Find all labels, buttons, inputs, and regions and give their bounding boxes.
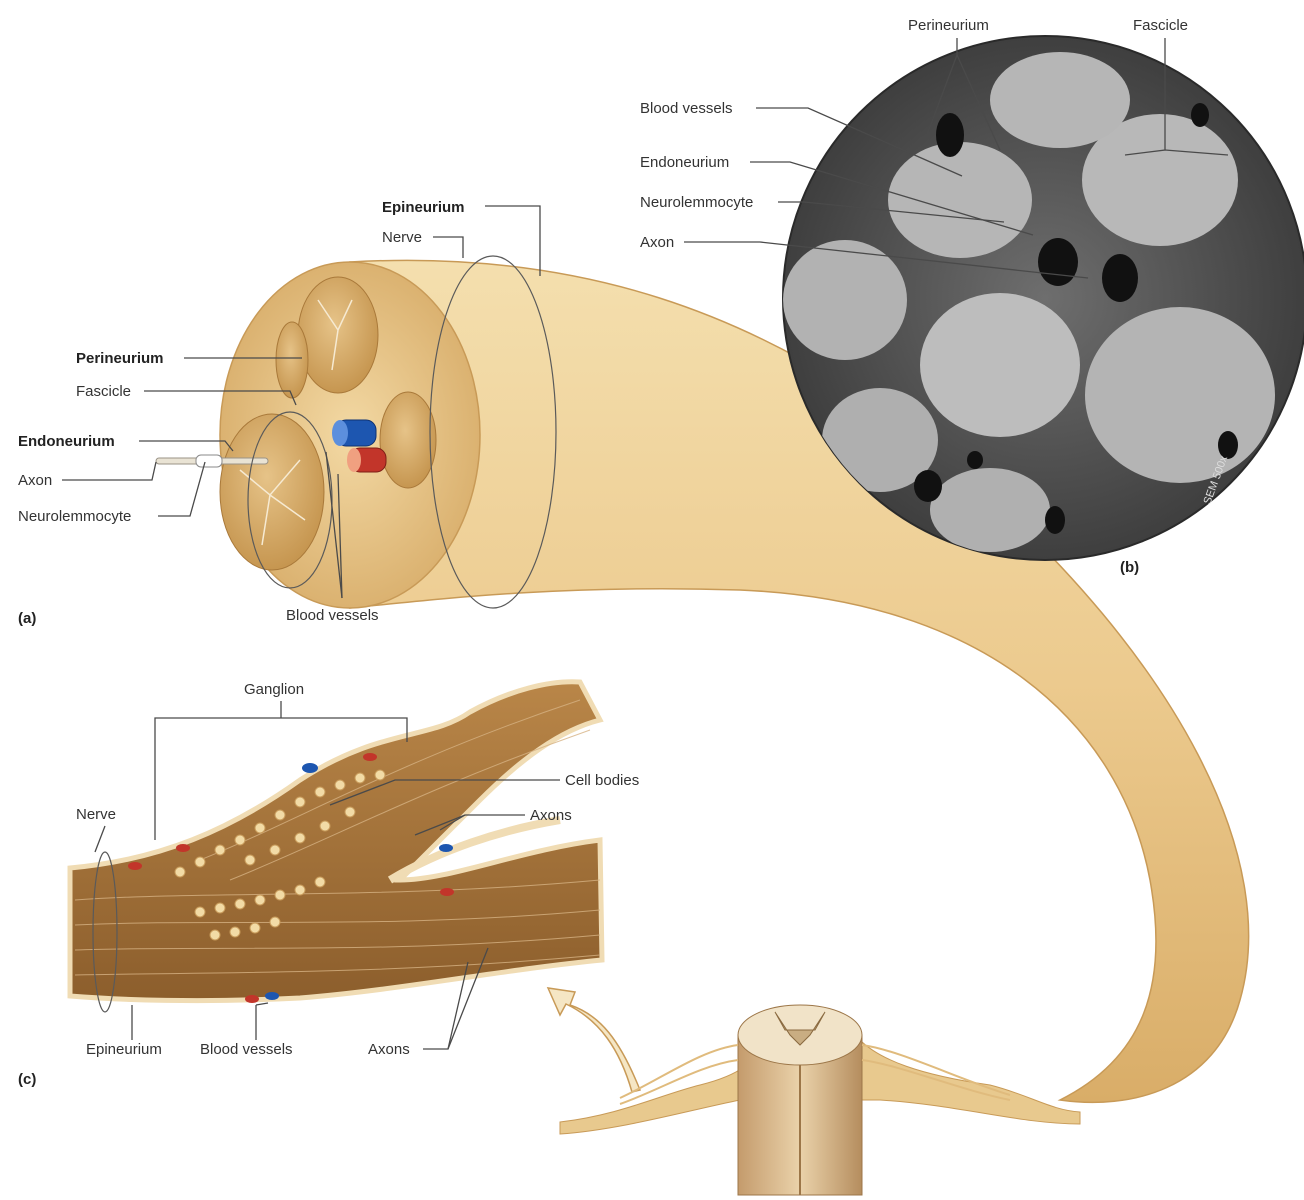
nerve-ring-c xyxy=(92,851,118,1013)
label-neurolemmocyte-a: Neurolemmocyte xyxy=(18,508,131,525)
label-axon-b: Axon xyxy=(640,234,674,251)
label-endoneurium-b: Endoneurium xyxy=(640,154,729,171)
epineurium-ring xyxy=(429,255,557,609)
label-cell-bodies-c: Cell bodies xyxy=(565,772,639,789)
label-endoneurium-a: Endoneurium xyxy=(18,433,115,450)
label-nerve-c: Nerve xyxy=(76,806,116,823)
fascicles xyxy=(219,276,437,571)
leaders-a xyxy=(62,205,541,599)
panel-tag-b: (b) xyxy=(1120,559,1139,576)
label-fascicle-a: Fascicle xyxy=(76,383,131,400)
label-epineurium-a: Epineurium xyxy=(382,199,465,216)
leaders-c xyxy=(94,701,560,1050)
label-perineurium-b: Perineurium xyxy=(908,17,989,34)
curved-arrow xyxy=(546,987,642,1093)
blood-vessels-a xyxy=(332,419,387,473)
label-blood-vessels-a: Blood vessels xyxy=(286,607,379,624)
spinal-cord xyxy=(559,1004,1081,1196)
vessels-c xyxy=(128,753,454,1003)
perineurium-ring xyxy=(247,411,333,589)
panel-tag-c: (c) xyxy=(18,1071,36,1088)
panel-tag-a: (a) xyxy=(18,610,36,627)
label-nerve-a: Nerve xyxy=(382,229,422,246)
axon-protrusion xyxy=(155,454,269,468)
label-fascicle-b: Fascicle xyxy=(1133,17,1188,34)
leaders-b xyxy=(684,38,1229,279)
label-epineurium-c: Epineurium xyxy=(86,1041,162,1058)
label-blood-vessels-b: Blood vessels xyxy=(640,100,733,117)
sem-micrograph: SEM 500x xyxy=(782,35,1304,561)
label-neurolemmocyte-b: Neurolemmocyte xyxy=(640,194,753,211)
label-blood-vessels-c: Blood vessels xyxy=(200,1041,293,1058)
cell-bodies xyxy=(174,769,386,941)
label-axon-a: Axon xyxy=(18,472,52,489)
label-ganglion-c: Ganglion xyxy=(244,681,304,698)
label-perineurium-a: Perineurium xyxy=(76,350,164,367)
label-axons-upper-c: Axons xyxy=(530,807,572,824)
label-axons-lower-c: Axons xyxy=(368,1041,410,1058)
ganglion-illustration xyxy=(67,679,605,1013)
